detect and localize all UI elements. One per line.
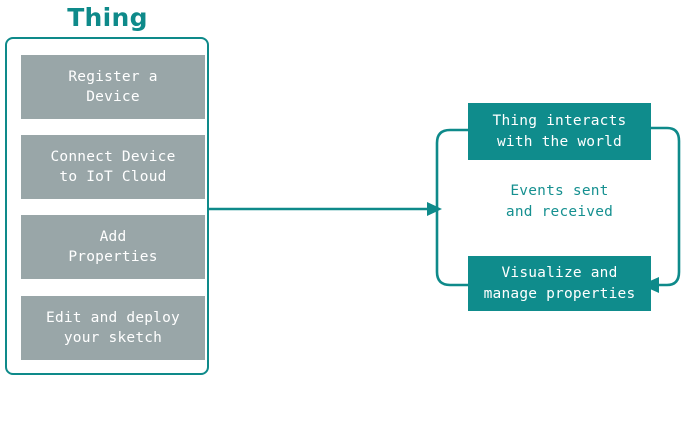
cycle-box-visualize-manage[interactable]: Visualize and manage properties	[468, 256, 651, 311]
cycle-box-thing-interacts[interactable]: Thing interacts with the world	[468, 103, 651, 160]
step-box-add-properties[interactable]: Add Properties	[21, 215, 205, 279]
step-box-connect-device-to-iot-cloud[interactable]: Connect Device to IoT Cloud	[21, 135, 205, 199]
flow-arrow-icon	[207, 202, 442, 216]
cycle-caption-events: Events sent and received	[505, 183, 614, 220]
step-box-register-a-device[interactable]: Register a Device	[21, 55, 205, 119]
thing-title: Thing	[67, 3, 148, 32]
step-box-edit-and-deploy-your-sketch[interactable]: Edit and deploy your sketch	[21, 296, 205, 360]
